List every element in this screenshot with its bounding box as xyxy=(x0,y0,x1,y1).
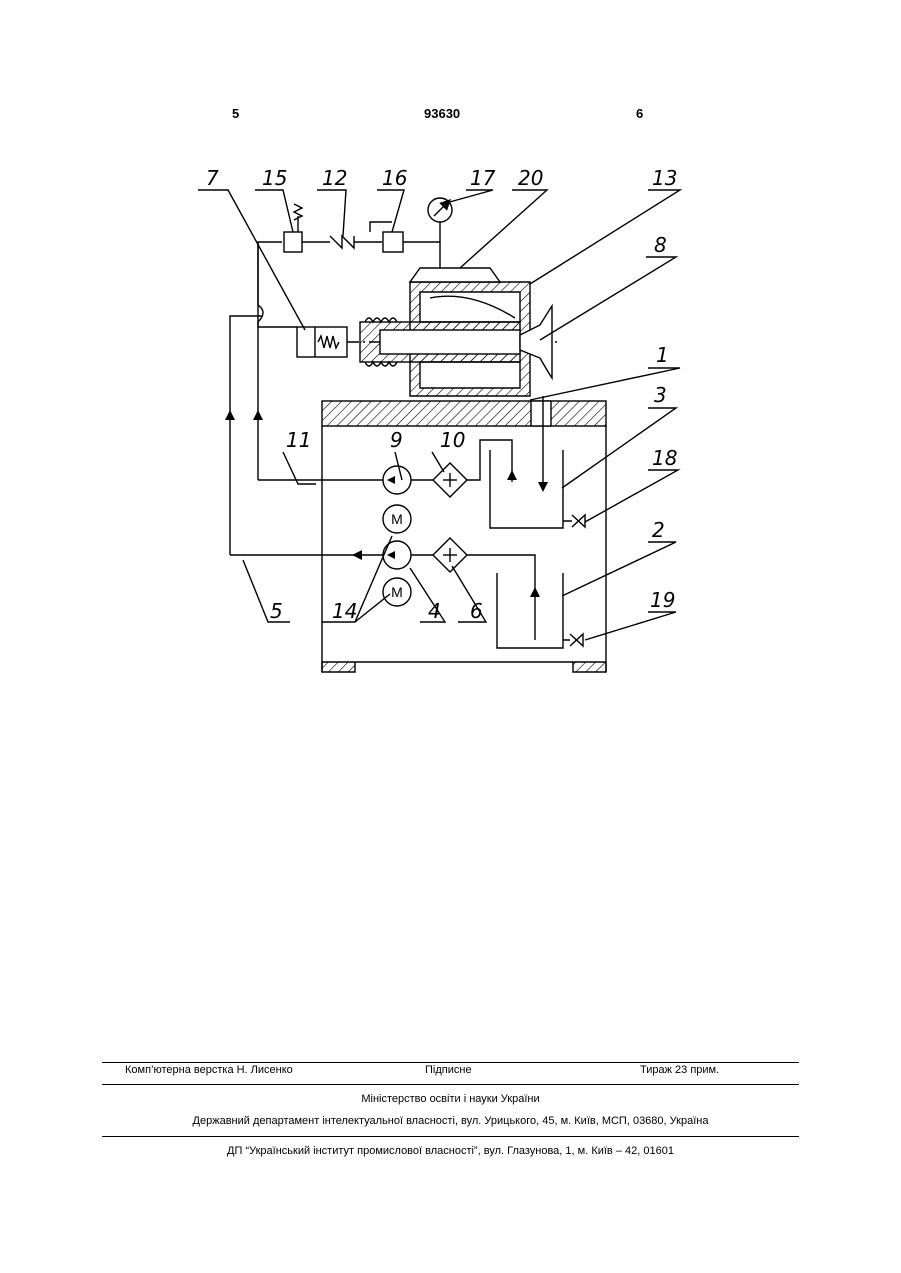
footer-rule-mid xyxy=(102,1084,799,1085)
label-7: 7 xyxy=(206,166,219,190)
label-9: 9 xyxy=(390,428,403,452)
label-8: 8 xyxy=(654,233,667,257)
motor-label-upper: M xyxy=(391,511,403,527)
signed-note: Підписне xyxy=(425,1064,472,1076)
tank-3 xyxy=(490,450,563,528)
table-base xyxy=(322,662,355,672)
label-1: 1 xyxy=(656,343,669,367)
label-16: 16 xyxy=(382,166,407,190)
department-line: Державний департамент інтелектуальної вл… xyxy=(0,1115,901,1127)
throttle-12 xyxy=(330,236,354,248)
label-20: 20 xyxy=(518,166,543,190)
label-6: 6 xyxy=(470,599,483,623)
label-10: 10 xyxy=(440,428,465,452)
top-cap xyxy=(410,268,500,282)
institute-line: ДП “Український інститут промислової вла… xyxy=(0,1145,901,1157)
label-4: 4 xyxy=(428,599,441,623)
circulation-note: Тираж 23 прим. xyxy=(640,1064,719,1076)
footer-rule-top xyxy=(102,1062,799,1063)
valve-15 xyxy=(284,232,302,252)
label-15: 15 xyxy=(262,166,287,190)
ministry-line: Міністерство освіти і науки України xyxy=(0,1093,901,1105)
label-5: 5 xyxy=(270,599,283,623)
table-top xyxy=(322,401,606,426)
label-12: 12 xyxy=(322,166,347,190)
label-18: 18 xyxy=(652,446,677,470)
label-2: 2 xyxy=(652,518,665,542)
motor-label-lower: M xyxy=(391,584,403,600)
label-3: 3 xyxy=(654,383,667,407)
label-13: 13 xyxy=(652,166,677,190)
footer-rule-bottom xyxy=(102,1136,799,1137)
typesetting-credit: Комп’ютерна верстка Н. Лисенко xyxy=(125,1064,293,1076)
label-17: 17 xyxy=(470,166,496,190)
label-19: 19 xyxy=(650,588,675,612)
label-14: 14 xyxy=(332,599,357,623)
label-11: 11 xyxy=(286,428,311,452)
valve-16 xyxy=(383,232,403,252)
tank-2 xyxy=(497,573,563,648)
